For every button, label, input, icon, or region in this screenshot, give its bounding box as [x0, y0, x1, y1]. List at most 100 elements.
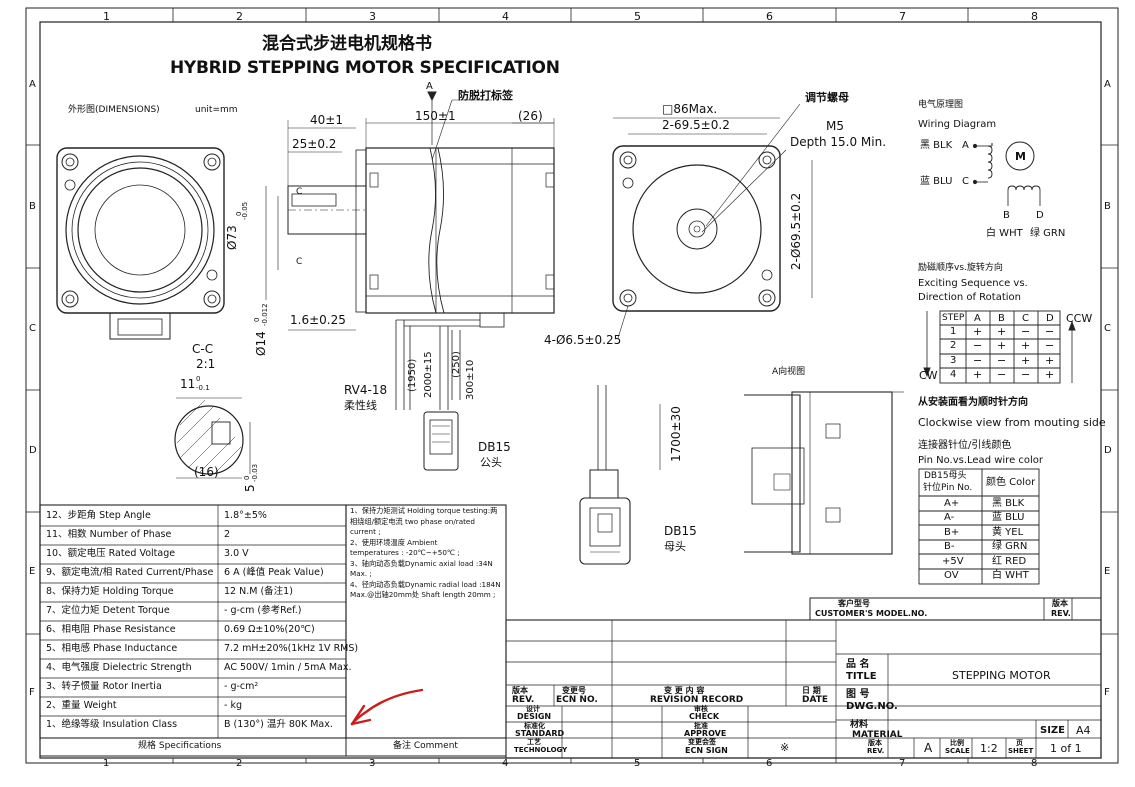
- spec-label: 9、额定电流/相 Rated Current/Phase: [46, 567, 214, 578]
- pin-row2-color: 蓝 BLU: [992, 512, 1025, 523]
- seq-row4-c: −: [1021, 368, 1031, 381]
- wiring-title-en: Wiring Diagram: [918, 119, 997, 130]
- row-label-d: D: [29, 445, 37, 456]
- spec-value: 3.0 V: [224, 548, 249, 559]
- seq-row4-d: +: [1045, 368, 1055, 381]
- row-label-b-right: B: [1104, 201, 1111, 212]
- material-zh: 材料: [850, 720, 869, 730]
- pin-table-grid: [918, 468, 1040, 585]
- standard-zh: 标准化: [524, 722, 545, 730]
- section-mark-top: C: [296, 187, 303, 197]
- seq-header-c: C: [1022, 313, 1029, 324]
- spec-label: 2、重量 Weight: [46, 700, 117, 711]
- rev-top: REV.: [1051, 609, 1071, 618]
- cable-300: 300±10: [465, 359, 476, 400]
- col-label-6: 6: [766, 10, 773, 23]
- seq-row1-b: +: [997, 325, 1007, 338]
- seq-row3-a: −: [973, 354, 983, 367]
- technology-zh: 工艺: [527, 738, 541, 746]
- pin-row6-pin: OV: [944, 570, 959, 581]
- dim-sq86: □86Max.: [662, 102, 718, 116]
- rotation-note-zh: 从安装面看为顺时针方向: [918, 397, 1028, 408]
- seq-row4-a: +: [973, 368, 983, 381]
- title-name: TITLE: [846, 671, 877, 682]
- dim-holes: 4-Ø6.5±0.25: [544, 333, 622, 347]
- pin-row3-color: 黄 YEL: [992, 527, 1024, 538]
- rev2-value: A: [924, 741, 933, 755]
- col-label-8-bottom: 8: [1031, 758, 1038, 769]
- rev2-zh: 版本: [868, 739, 882, 747]
- motor-m: M: [1015, 150, 1026, 163]
- spec-label: 8、保持力矩 Holding Torque: [46, 586, 174, 597]
- approve: APPROVE: [684, 729, 727, 738]
- title-zh: 混合式步进电机规格书: [262, 34, 432, 54]
- spec-table-grid: [39, 504, 507, 757]
- customer-model-zh: 客户型号: [838, 599, 870, 608]
- cable-rv: RV4-18: [344, 383, 388, 397]
- comment-line: Max. ;: [350, 569, 372, 578]
- dim-26: (26): [518, 109, 543, 123]
- row-label-b: B: [29, 201, 36, 212]
- sheet-value: 1 of 1: [1050, 742, 1082, 755]
- col-label-2-bottom: 2: [236, 758, 243, 769]
- view-a-drawing: [744, 391, 904, 555]
- section-scale: 2:1: [196, 357, 216, 371]
- size-value: A4: [1076, 724, 1091, 737]
- title-name-zh: 品 名: [846, 659, 870, 670]
- sheet: SHEET: [1008, 747, 1034, 755]
- spec-value: 2: [224, 529, 231, 540]
- dim-d14-tol-bot: -0.012: [261, 303, 269, 326]
- scale-value: 1:2: [980, 742, 998, 755]
- col-label-8: 8: [1031, 10, 1038, 23]
- label-tag-note: 防脱打标签: [458, 89, 513, 102]
- cable-2000: 2000±15: [423, 351, 434, 398]
- rev-col: REV.: [512, 695, 535, 705]
- cable-flex: 柔性线: [344, 399, 377, 412]
- section-mark-bottom: C: [296, 257, 303, 267]
- wire-a: A: [962, 140, 969, 151]
- key-5-tol-top: 0: [243, 475, 251, 480]
- rev-top-zh: 版本: [1052, 599, 1068, 608]
- star-mark: ※: [780, 741, 790, 754]
- row-label-f-right: F: [1104, 687, 1110, 698]
- seq-row2-c: +: [1021, 339, 1031, 352]
- row-label-e: E: [29, 566, 36, 577]
- dim-d14: Ø14: [254, 331, 268, 356]
- dim-depth: Depth 15.0 Min.: [790, 135, 887, 149]
- pin-row6-color: 白 WHT: [992, 570, 1029, 581]
- spec-label: 5、相电感 Phase Inductance: [46, 643, 178, 654]
- pin-header-zh: DB15母头: [924, 471, 967, 481]
- comment-line: 1、保持力矩测试 Holding torque testing:两: [350, 506, 498, 515]
- key-16: (16): [194, 465, 219, 479]
- size-label: SIZE: [1040, 725, 1066, 736]
- row-label-c: C: [29, 323, 36, 334]
- customer-model: CUSTOMER'S MODEL.NO.: [815, 609, 928, 618]
- col-label-3-bottom: 3: [369, 758, 376, 769]
- col-label-3: 3: [369, 10, 376, 23]
- pin-row3-pin: B+: [944, 527, 960, 538]
- dim-d73: Ø73: [225, 225, 239, 250]
- comment-line: current ;: [350, 527, 381, 536]
- dim-d14-tol-top: 0: [253, 317, 261, 322]
- dim-40: 40±1: [310, 113, 343, 127]
- row-label-d-right: D: [1104, 445, 1112, 456]
- dim-25: 25±0.2: [292, 137, 337, 151]
- seq-row4-b: −: [997, 368, 1007, 381]
- spec-value: 6 A (峰值 Peak Value): [224, 567, 324, 578]
- spec-label: 3、转子惯量 Rotor Inertia: [46, 681, 162, 692]
- seq-row3-step: 3: [950, 355, 957, 366]
- design: DESIGN: [517, 712, 552, 721]
- spec-label: 1、绝缘等级 Insulation Class: [46, 719, 178, 730]
- seq-header-a: A: [974, 313, 981, 324]
- cw-label: CW: [919, 369, 938, 382]
- record-col: REVISION RECORD: [650, 695, 744, 705]
- title-en: HYBRID STEPPING MOTOR SPECIFICATION: [170, 58, 560, 78]
- seq-row4-step: 4: [950, 369, 957, 380]
- db15-female-label: DB15: [664, 524, 697, 538]
- dwg-zh: 图 号: [846, 689, 870, 700]
- spec-value: - g-cm (参考Ref.): [224, 605, 302, 616]
- section-cc: [174, 397, 251, 479]
- dim-150: 150±1: [415, 109, 456, 123]
- spec-value: 7.2 mH±20%(1kHz 1V RMS): [224, 643, 359, 654]
